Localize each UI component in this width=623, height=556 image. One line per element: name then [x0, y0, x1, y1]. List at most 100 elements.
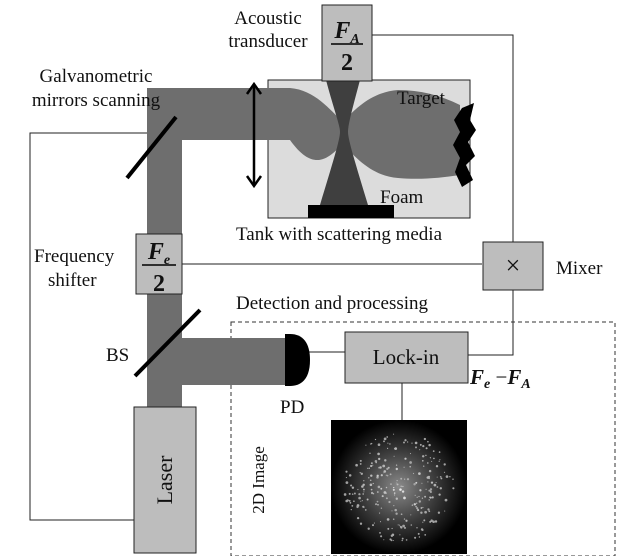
- speckle-grain: [403, 496, 406, 500]
- speckle-grain: [422, 521, 424, 523]
- label-acoustic: Acoustic: [234, 8, 302, 29]
- speckle-grain: [350, 508, 352, 511]
- speckle-grain: [416, 527, 418, 529]
- speckle-grain: [377, 504, 379, 506]
- speckle-grain: [415, 481, 418, 484]
- speckle-grain: [378, 457, 381, 461]
- speckle-grain: [416, 496, 418, 498]
- speckle-grain: [399, 488, 402, 491]
- formula-lockin-frequency: Fe −FA: [469, 365, 531, 392]
- speckle-grain: [370, 462, 373, 465]
- speckle-grain: [418, 536, 421, 538]
- speckle-grain: [424, 495, 427, 498]
- speckle-grain: [376, 500, 379, 503]
- speckle-grain: [383, 470, 387, 473]
- speckle-grain: [428, 443, 431, 447]
- speckle-grain: [443, 463, 446, 466]
- speckle-grain: [393, 492, 396, 494]
- speckle-grain: [417, 532, 420, 535]
- speckle-grain: [401, 537, 404, 540]
- speckle-grain: [346, 499, 349, 502]
- speckle-grain: [437, 511, 441, 514]
- speckle-grain: [379, 466, 382, 469]
- photodiode: [285, 334, 310, 386]
- speckle-grain: [436, 476, 438, 478]
- speckle-grain: [375, 503, 378, 506]
- speckle-grain: [389, 443, 391, 445]
- speckle-grain: [398, 524, 401, 526]
- speckle-grain: [348, 492, 351, 495]
- speckle-grain: [345, 481, 349, 484]
- speckle-grain: [415, 505, 418, 508]
- speckle-grain: [383, 437, 387, 441]
- speckle-grain: [396, 483, 399, 486]
- speckle-grain: [391, 510, 393, 512]
- speckle-grain: [387, 527, 390, 530]
- speckle-grain: [438, 493, 441, 496]
- speckle-grain: [368, 477, 370, 479]
- speckle-grain: [415, 446, 417, 449]
- speckle-grain: [387, 447, 389, 449]
- speckle-grain: [372, 464, 374, 466]
- speckle-grain: [369, 452, 371, 454]
- speckle-grain: [444, 498, 448, 502]
- speckle-grain: [369, 483, 373, 487]
- speckle-grain: [363, 491, 365, 493]
- speckle-grain: [385, 497, 388, 500]
- speckle-grain: [429, 520, 432, 523]
- speckle-grain: [379, 521, 382, 523]
- label-2d-image: 2D Image: [249, 446, 268, 514]
- speckle-grain: [385, 492, 387, 494]
- speckle-grain: [412, 472, 415, 475]
- speckle-grain: [356, 516, 360, 520]
- speckle-grain: [351, 504, 354, 507]
- speckle-grain: [355, 463, 358, 467]
- speckle-grain: [435, 464, 439, 468]
- speckle-grain: [359, 471, 361, 474]
- speckle-grain: [393, 433, 395, 435]
- speckle-grain: [358, 493, 361, 496]
- speckle-grain: [410, 524, 413, 526]
- formula-fe-denominator: 2: [153, 271, 165, 297]
- speckle-grain: [427, 475, 431, 479]
- speckle-grain: [428, 469, 432, 473]
- speckle-grain: [361, 485, 364, 488]
- speckle-grain: [368, 467, 370, 469]
- speckle-grain: [363, 506, 365, 508]
- speckle-grain: [413, 503, 417, 506]
- speckle-grain: [390, 483, 392, 485]
- speckle-grain: [416, 507, 419, 510]
- speckle-grain: [386, 518, 390, 521]
- speckle-grain: [435, 482, 437, 484]
- speckle-grain: [353, 492, 356, 495]
- speckle-grain: [429, 457, 432, 459]
- speckle-grain: [384, 459, 387, 462]
- speckle-grain: [420, 511, 423, 514]
- wire-galvo-loop: [29, 132, 170, 521]
- lockin-amplifier: [344, 331, 469, 384]
- speckle-grain: [370, 491, 374, 495]
- speckle-grain: [421, 497, 424, 499]
- speckle-grain: [357, 488, 359, 491]
- beam-splitter: [133, 308, 202, 378]
- label-laser: Laser: [152, 455, 177, 505]
- speckle-grain: [430, 481, 434, 484]
- speckle-grain: [360, 500, 362, 502]
- speckle-grain: [427, 508, 430, 511]
- speckle-grain: [417, 509, 420, 512]
- speckle-grain: [419, 489, 422, 492]
- speckle-grain: [397, 524, 399, 526]
- speckle-grain: [359, 522, 363, 525]
- speckle-grain: [409, 461, 412, 464]
- speckle-grain: [410, 514, 412, 516]
- speckle-grain: [387, 466, 390, 469]
- speckle-grain: [432, 450, 435, 452]
- foam-pad: [308, 205, 394, 218]
- speckle-grain: [420, 528, 424, 531]
- speckle-grain: [443, 471, 446, 473]
- speckle-grain: [360, 472, 363, 475]
- speckle-grain: [367, 467, 369, 469]
- speckle-grain: [359, 459, 362, 462]
- label-mirrors-scanning: mirrors scanning: [32, 90, 161, 111]
- speckle-grain: [427, 440, 429, 443]
